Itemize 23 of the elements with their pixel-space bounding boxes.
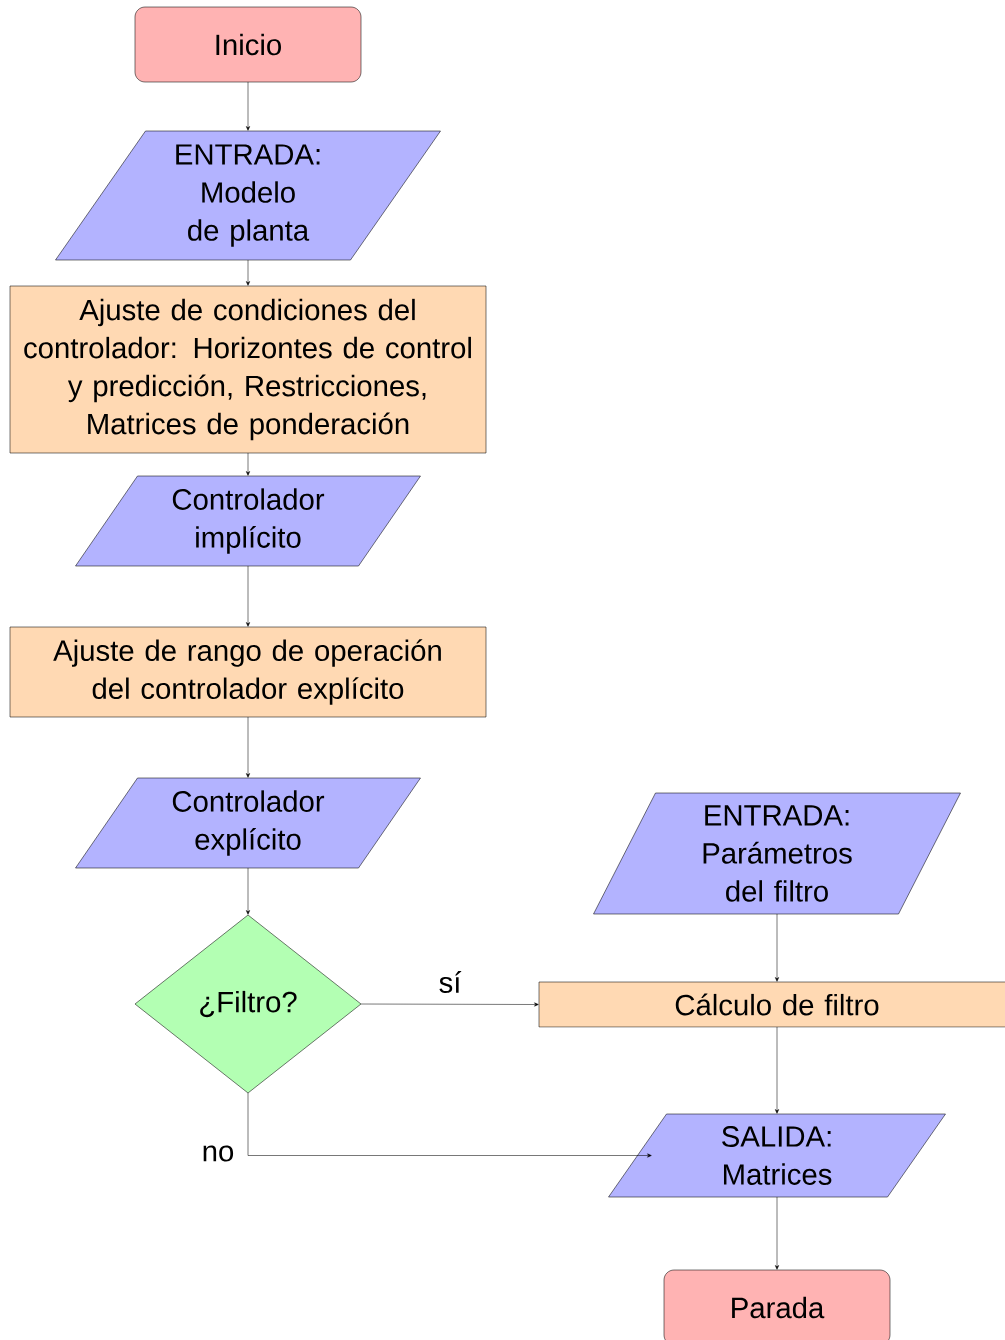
arrow	[360, 1002, 539, 1007]
input-output-parallelogram: Controlador implícito	[75, 475, 421, 567]
edge-label: sí	[439, 971, 462, 993]
arrow	[775, 1026, 779, 1114]
input-output-parallelogram: SALIDA: Matrices	[608, 1113, 946, 1198]
process-box: Ajuste de condiciones del controlador: Horizontes de control y predicción, Restricciones, Matrices de ponderación	[9, 285, 487, 454]
arrow	[246, 867, 250, 915]
process-box: Ajuste de rango de operación del controlador explícito	[9, 626, 487, 718]
arrow	[246, 716, 250, 778]
input-output-parallelogram: ENTRADA: Parámetros del filtro	[593, 792, 961, 915]
input-output-parallelogram: ENTRADA: Modelo de planta	[55, 130, 441, 261]
arrow	[246, 259, 250, 286]
edge-label: no	[203, 1145, 234, 1162]
arrow	[775, 913, 779, 982]
arrow	[775, 1196, 779, 1270]
process-box: Cálculo de filtro	[538, 981, 1005, 1028]
arrow	[246, 565, 250, 627]
arrow	[246, 452, 250, 476]
input-output-parallelogram: Controlador explícito	[75, 777, 421, 869]
arrow	[246, 81, 250, 131]
terminal-box: Parada	[663, 1269, 891, 1340]
arrow	[247, 1092, 652, 1158]
terminal-box: Inicio	[134, 6, 362, 83]
